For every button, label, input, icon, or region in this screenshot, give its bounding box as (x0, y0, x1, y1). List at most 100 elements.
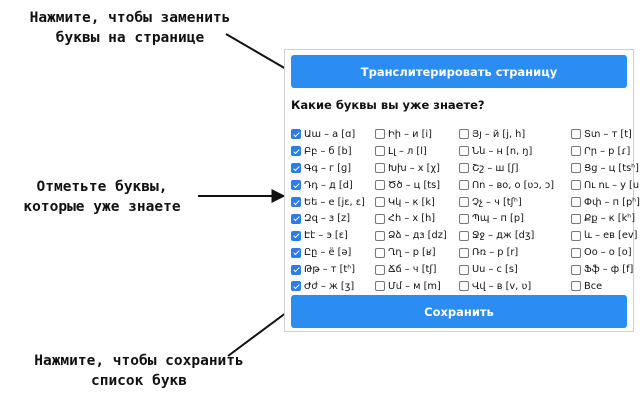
letter-checkbox[interactable] (459, 163, 469, 174)
letter-checkbox[interactable] (375, 281, 385, 292)
letter-checkbox[interactable] (291, 281, 301, 292)
letter-option[interactable]: Աա – а [ɑ] (291, 126, 375, 143)
letter-option[interactable]: Քք – к [kʰ] (571, 210, 635, 227)
letter-checkbox[interactable] (291, 129, 301, 140)
save-button[interactable]: Сохранить (291, 295, 627, 328)
letter-option[interactable]: Մմ – м [m] (375, 278, 459, 295)
letter-option[interactable]: Իի – и [i] (375, 126, 459, 143)
letter-option[interactable]: Եե – е [jɛ, ɛ] (291, 194, 375, 211)
letter-option[interactable]: Դդ – д [d] (291, 177, 375, 194)
letter-label: Չչ – ч [tʃʰ] (472, 196, 522, 208)
letter-checkbox[interactable] (571, 197, 581, 207)
letter-option[interactable]: Ըը – ё [ə] (291, 244, 375, 261)
letter-checkbox[interactable] (291, 213, 301, 224)
letter-option[interactable]: Վվ – в [v, ʋ] (459, 278, 571, 295)
letter-checkbox[interactable] (375, 264, 385, 275)
letter-option[interactable]: Օօ – о [o] (571, 244, 632, 261)
letter-label: Ցց – ц [tsʰ] (584, 162, 639, 174)
letter-checkbox[interactable] (459, 247, 469, 258)
letter-option[interactable]: Խխ – х [χ] (375, 160, 459, 177)
letter-option[interactable]: Ճճ – ч [tʃ] (375, 261, 459, 278)
letter-checkbox[interactable] (459, 197, 469, 207)
letter-option[interactable]: Հհ – х [h] (375, 210, 459, 227)
letter-option[interactable]: Ժժ – ж [ʒ] (291, 278, 375, 295)
letter-option[interactable]: Գգ – г [ɡ] (291, 160, 375, 177)
annotation-line: Отметьте буквы, (36, 179, 168, 195)
letter-checkbox[interactable] (291, 264, 301, 275)
letter-option[interactable]: Բբ – б [b] (291, 143, 375, 160)
letter-option[interactable]: Էէ – э [ɛ] (291, 227, 375, 244)
letter-label: Ըը – ё [ə] (304, 247, 352, 259)
letter-option[interactable]: Զզ – з [z] (291, 210, 375, 227)
letter-checkbox[interactable] (291, 163, 301, 174)
letter-checkbox[interactable] (571, 230, 581, 241)
letter-checkbox[interactable] (375, 213, 385, 224)
transliterate-page-button[interactable]: Транслитерировать страницу (291, 55, 627, 88)
letter-option[interactable]: Ձձ – дз [dz] (375, 227, 459, 244)
letter-checkbox[interactable] (571, 180, 581, 191)
letter-checkbox[interactable] (375, 197, 385, 207)
letter-option[interactable]: Յյ – й [j, h] (459, 126, 571, 143)
letter-checkbox[interactable] (291, 146, 301, 157)
letter-checkbox[interactable] (571, 163, 581, 174)
letter-option[interactable]: Չչ – ч [tʃʰ] (459, 194, 571, 211)
letter-checkbox[interactable] (571, 213, 581, 224)
letter-checkbox[interactable] (571, 264, 581, 275)
letter-label: Հհ – х [h] (388, 213, 436, 225)
letter-checkbox[interactable] (459, 264, 469, 275)
letter-checkbox[interactable] (375, 230, 385, 241)
letter-label: Բբ – б [b] (304, 145, 352, 157)
letter-option[interactable]: Փփ – п [pʰ] (571, 194, 640, 211)
letter-option[interactable]: Տտ – т [t] (571, 126, 632, 143)
letter-checkbox[interactable] (459, 230, 469, 241)
letter-label: և – ев [ev] (584, 230, 638, 242)
letter-checkbox[interactable] (375, 146, 385, 157)
letter-label: Ճճ – ч [tʃ] (388, 264, 437, 276)
letter-checkbox[interactable] (571, 129, 581, 140)
letter-checkbox[interactable] (459, 146, 469, 157)
letter-checkbox[interactable] (375, 180, 385, 191)
letter-option[interactable]: Ոո – во, о [ʋɔ, ɔ] (459, 177, 571, 194)
letter-label: Ձձ – дз [dz] (388, 230, 447, 242)
letter-checkbox-grid: Աա – а [ɑ]Իի – и [i] Յյ – й [j, h] Տտ – т … (291, 126, 640, 295)
letter-option[interactable]: Սս – с [s] (459, 261, 571, 278)
annotation-checkboxes: Отметьте буквы, которые уже знаете (4, 177, 200, 217)
letter-checkbox[interactable] (375, 247, 385, 258)
letter-option[interactable]: Ղղ – р [ʁ] (375, 244, 459, 261)
letter-checkbox[interactable] (459, 213, 469, 224)
letter-option[interactable]: Լլ – л [l] (375, 143, 459, 160)
letter-checkbox[interactable] (291, 247, 301, 258)
letter-option[interactable]: Ջջ – дж [dʒ] (459, 227, 571, 244)
letter-label: Վվ – в [v, ʋ] (472, 280, 532, 292)
letter-checkbox[interactable] (571, 247, 581, 258)
letter-checkbox[interactable] (459, 281, 469, 292)
letter-option[interactable]: Պպ – п [p] (459, 210, 571, 227)
letter-label: Յյ – й [j, h] (472, 128, 526, 140)
letter-checkbox[interactable] (571, 146, 581, 157)
letter-label: Տտ – т [t] (584, 128, 632, 140)
letter-option[interactable]: Ծծ – ц [ts] (375, 177, 459, 194)
letter-checkbox[interactable] (571, 281, 581, 292)
letter-label: Սս – с [s] (472, 264, 518, 276)
letter-checkbox[interactable] (291, 230, 301, 241)
letter-option[interactable]: Ցց – ц [tsʰ] (571, 160, 639, 177)
letter-label: Խխ – х [χ] (388, 162, 440, 174)
letter-option[interactable]: Շշ – ш [ʃ] (459, 160, 571, 177)
letter-option[interactable]: Թթ – т [tʰ] (291, 261, 375, 278)
letter-checkbox[interactable] (459, 129, 469, 140)
letter-checkbox[interactable] (459, 180, 469, 191)
letter-checkbox[interactable] (375, 129, 385, 140)
letter-option[interactable]: Կկ – к [k] (375, 194, 459, 211)
letter-checkbox[interactable] (291, 197, 301, 207)
letter-option[interactable]: Ռռ – р [r] (459, 244, 571, 261)
letter-option[interactable]: և – ев [ev] (571, 227, 637, 244)
letter-option[interactable]: Ու ու – у [u] (571, 177, 640, 194)
letter-checkbox[interactable] (291, 180, 301, 191)
letter-label: Մմ – м [m] (388, 280, 441, 292)
letter-checkbox[interactable] (375, 163, 385, 174)
letter-option[interactable]: Նն – н [n, ŋ] (459, 143, 571, 160)
letter-label: Ու ու – у [u] (584, 179, 640, 191)
letter-option[interactable]: Все (571, 278, 631, 295)
letter-option[interactable]: Ֆֆ – ф [f] (571, 261, 633, 278)
letter-option[interactable]: Րր – р [ɾ] (571, 143, 631, 160)
